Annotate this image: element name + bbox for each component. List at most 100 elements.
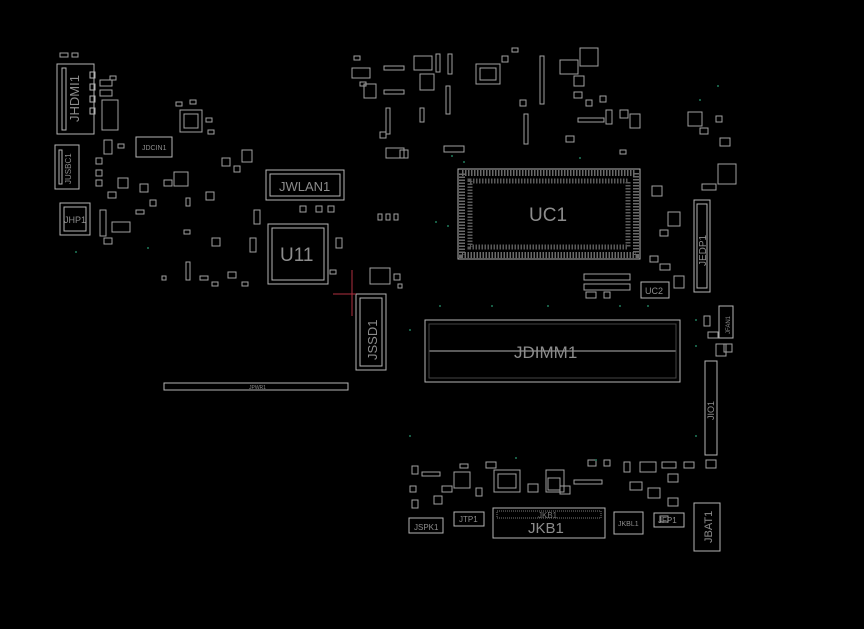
test-point [699, 99, 701, 101]
small-component [189, 99, 197, 105]
small-component [419, 107, 425, 123]
test-point [515, 457, 517, 459]
test-point [579, 157, 581, 159]
small-component [329, 269, 337, 275]
small-component [719, 137, 731, 147]
small-component [623, 461, 631, 473]
jhp1-connector[interactable]: JHP1 [59, 202, 91, 236]
small-component [603, 291, 611, 299]
jkb1-connector[interactable]: JKB1 JKB1 [492, 507, 606, 539]
small-component [445, 85, 451, 115]
small-component [599, 95, 607, 103]
small-component [651, 185, 663, 197]
jspk1-connector[interactable]: JSPK1 [408, 517, 444, 534]
jbat1-connector[interactable]: JBAT1 [693, 502, 721, 552]
small-component [163, 179, 173, 187]
small-component [205, 191, 215, 201]
small-component [573, 91, 583, 99]
test-points [75, 85, 719, 461]
u11-chip[interactable]: U11 [267, 223, 329, 285]
small-component [485, 461, 497, 469]
small-component [103, 139, 113, 155]
small-component [659, 263, 671, 271]
small-component [647, 487, 661, 499]
jtp1-label: JTP1 [459, 515, 478, 524]
small-component [501, 55, 509, 63]
small-component [183, 229, 191, 235]
small-component [705, 459, 717, 469]
small-component [99, 79, 113, 87]
uc1-label: UC1 [529, 205, 567, 226]
test-point [695, 345, 697, 347]
small-component [117, 177, 129, 189]
small-component [659, 515, 669, 523]
jkbl1-label: JKBL1 [618, 521, 639, 528]
jpwr1-connector[interactable]: JPWR1 [163, 382, 349, 391]
jssd1-label: JSSD1 [365, 320, 380, 360]
small-component [411, 465, 419, 475]
small-component [413, 55, 433, 71]
small-component [447, 53, 453, 75]
small-component [211, 237, 221, 247]
small-component [175, 101, 183, 107]
small-component [385, 213, 391, 221]
small-components [59, 47, 737, 523]
jwlan1-connector[interactable]: JWLAN1 [265, 169, 345, 201]
small-component [667, 497, 679, 507]
small-component [377, 213, 383, 221]
small-component [421, 471, 441, 477]
jkbl1-connector[interactable]: JKBL1 [613, 511, 644, 535]
test-point [717, 85, 719, 87]
jtp1-connector[interactable]: JTP1 [453, 511, 485, 527]
jfan1-connector[interactable]: JFAN1 [718, 305, 734, 339]
small-component [101, 99, 119, 131]
test-point [435, 221, 437, 223]
small-component [699, 127, 709, 135]
jhp1-label: JHP1 [64, 215, 86, 225]
small-component [99, 89, 113, 97]
uc1-cpu[interactable]: UC1 [457, 168, 641, 260]
small-component [519, 99, 527, 107]
small-component [71, 52, 79, 58]
jedp1-connector[interactable]: JEDP1 [693, 199, 711, 293]
jdcin1-connector[interactable]: JDCIN1 [135, 136, 173, 158]
small-component [369, 267, 391, 285]
small-component [475, 487, 483, 497]
small-component [559, 59, 579, 75]
small-component [149, 199, 157, 207]
small-component [497, 473, 517, 489]
small-component [629, 481, 643, 491]
test-point [491, 305, 493, 307]
jusbc1-connector[interactable]: JUSBC1 [54, 144, 80, 190]
small-component [95, 157, 103, 165]
small-component [379, 131, 387, 139]
jusbc1-label: JUSBC1 [64, 153, 73, 184]
test-point [463, 161, 465, 163]
small-component [667, 473, 679, 483]
test-point [439, 305, 441, 307]
jdimm1-label: JDIMM1 [514, 343, 577, 362]
small-component [363, 83, 377, 99]
jio1-connector[interactable]: JIO1 [704, 360, 718, 456]
small-component [135, 209, 145, 215]
marker-crosshair [333, 270, 356, 316]
small-component [583, 273, 631, 281]
jssd1-connector[interactable]: JSSD1 [355, 293, 387, 371]
jdimm1-connector[interactable]: JDIMM1 [424, 319, 681, 383]
small-component [393, 213, 399, 221]
small-component [573, 75, 585, 87]
test-point [695, 319, 697, 321]
small-component [185, 261, 191, 281]
jhdmi1-connector[interactable]: JHDMI1 [56, 63, 96, 135]
uc2-chip[interactable]: UC2 [640, 281, 670, 299]
jedp1-label: JEDP1 [698, 234, 709, 266]
jfan1-label: JFAN1 [726, 315, 732, 334]
small-component [639, 461, 657, 473]
small-component [715, 343, 727, 357]
test-point [695, 435, 697, 437]
small-component [233, 165, 241, 173]
small-component [211, 281, 219, 287]
small-component [253, 209, 261, 225]
small-component [103, 237, 113, 245]
